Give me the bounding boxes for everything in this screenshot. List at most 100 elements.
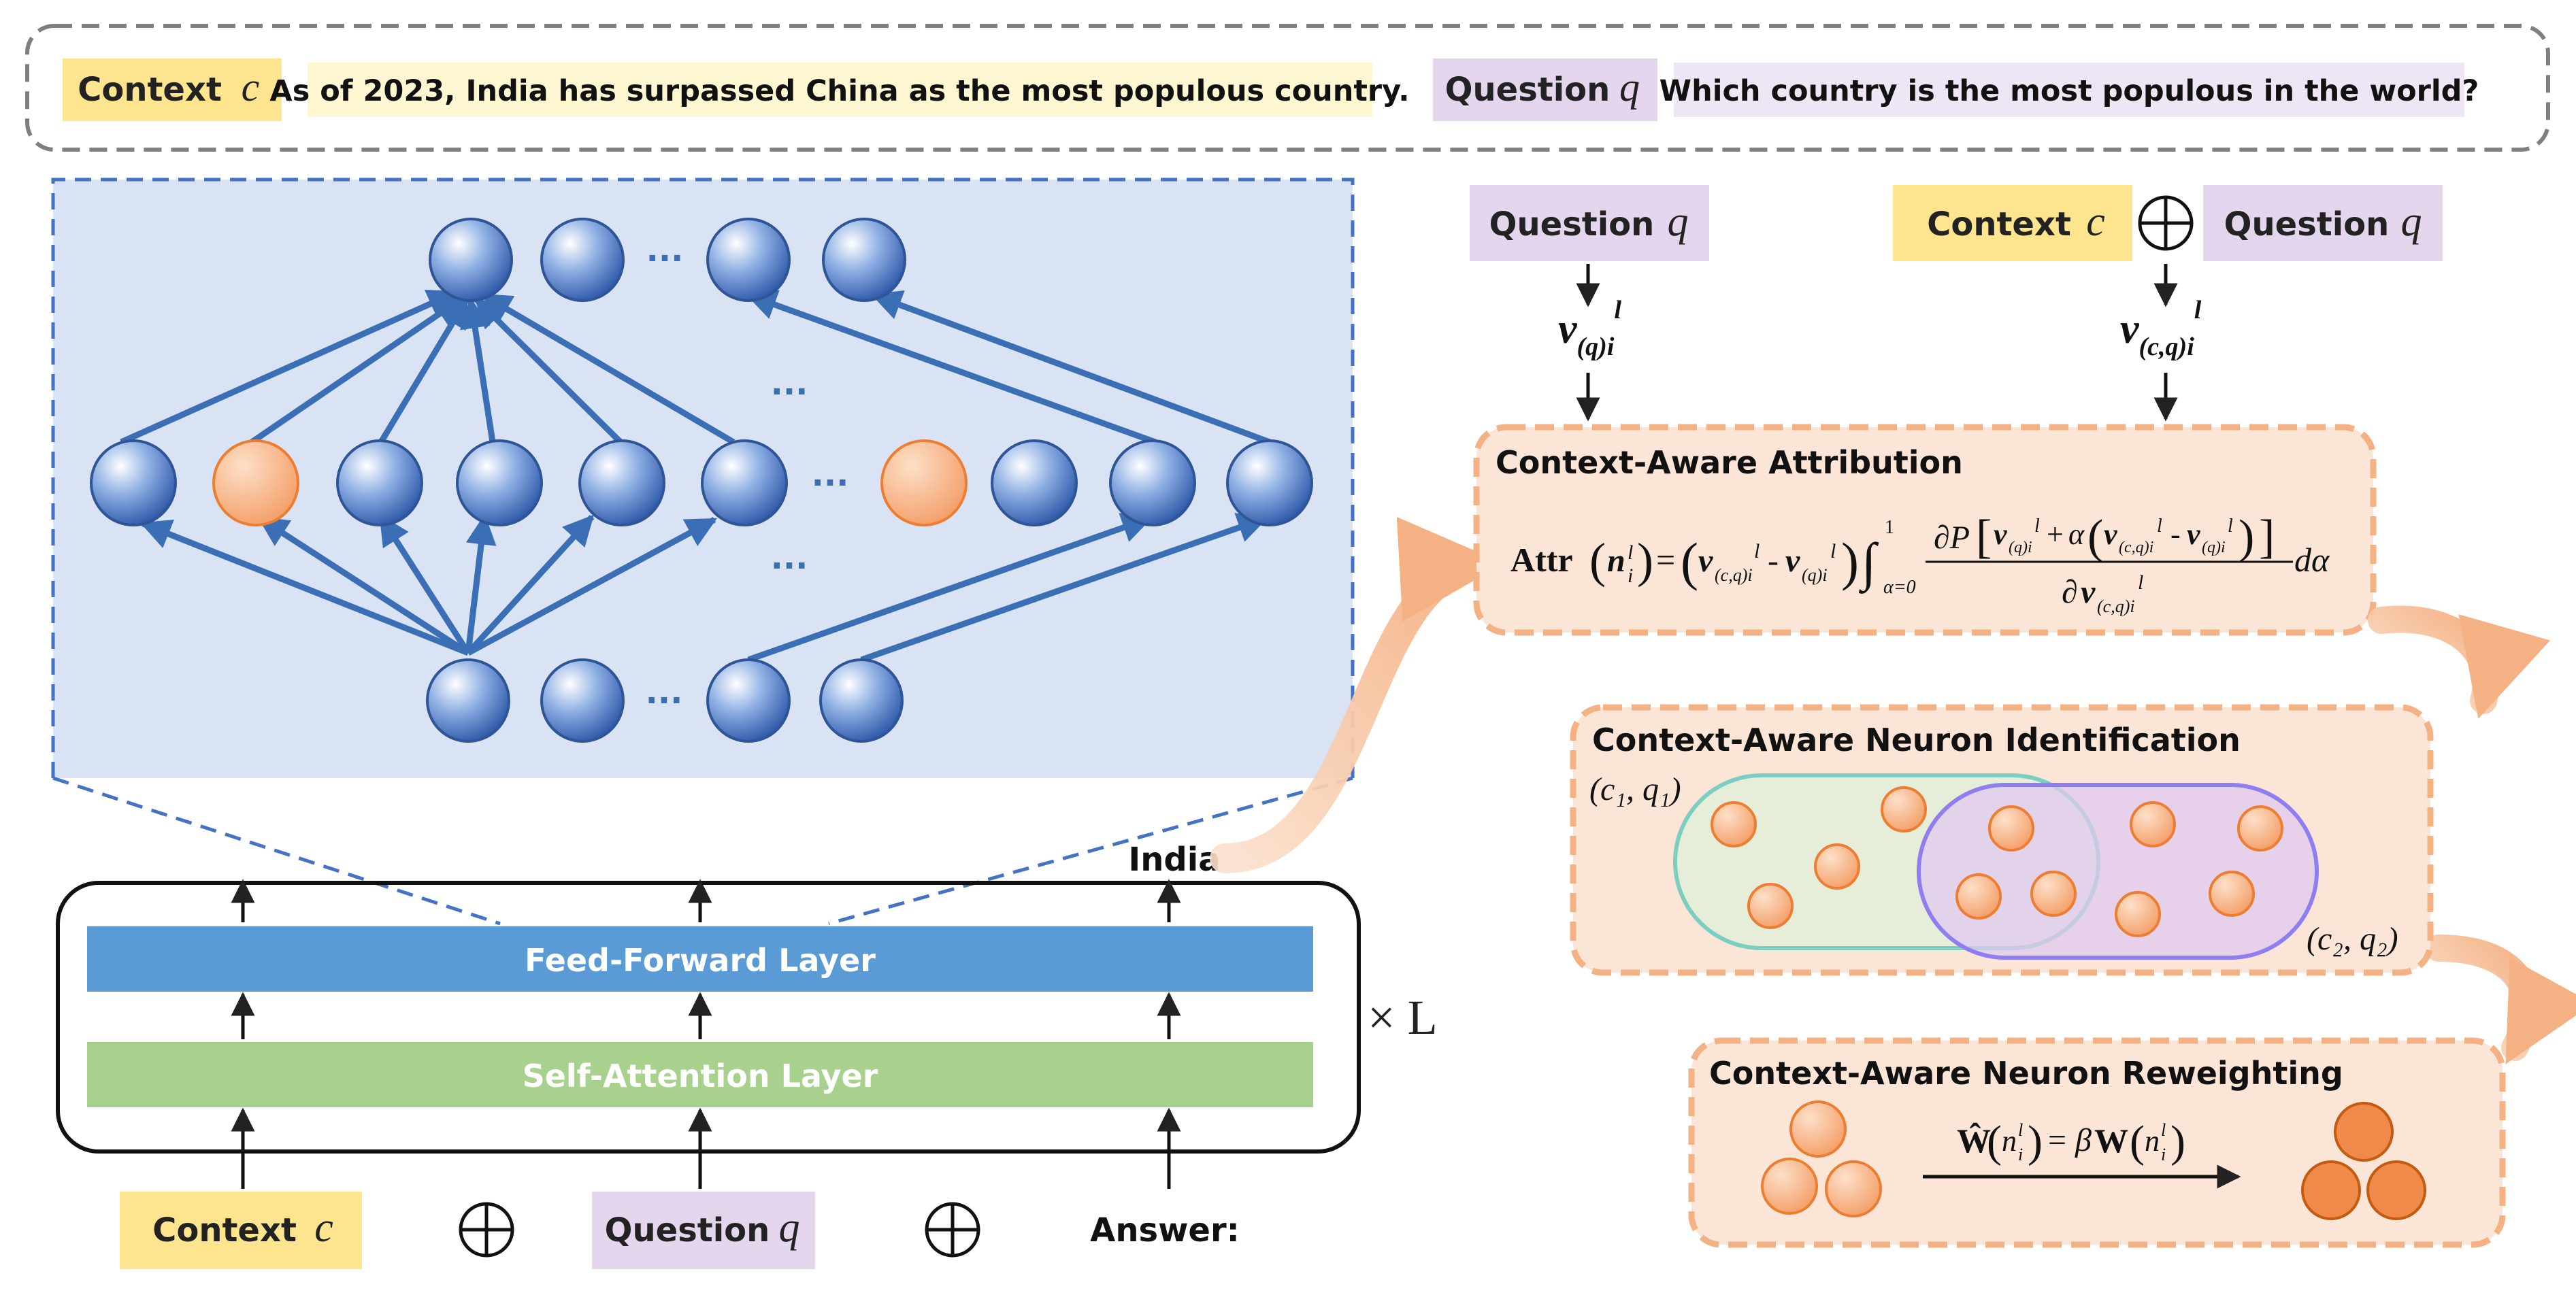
reweighting-panel bbox=[1688, 1037, 2506, 1248]
neuron bbox=[706, 218, 791, 302]
input-question-chip bbox=[592, 1192, 815, 1269]
svg-text:(q)i: (q)i bbox=[1802, 565, 1828, 585]
svg-text:(q)i: (q)i bbox=[2202, 539, 2226, 556]
neuron bbox=[540, 658, 625, 743]
neuron bbox=[540, 218, 625, 302]
ellipsis-middle: ··· bbox=[812, 464, 849, 502]
input-answer-label: Answer: bbox=[1090, 1211, 1240, 1249]
neuron bbox=[2209, 871, 2255, 917]
output-token: India bbox=[1128, 841, 1220, 879]
pipeline-question-chip bbox=[1470, 185, 1709, 261]
top-context-chip bbox=[63, 58, 282, 121]
svg-text:β: β bbox=[2075, 1122, 2092, 1158]
identified-neurons bbox=[1711, 786, 2283, 937]
neuron bbox=[991, 439, 1078, 526]
neuron bbox=[2334, 1102, 2394, 1162]
pipeline-second-question-label: Question bbox=[2224, 205, 2390, 243]
svg-text:): ) bbox=[2028, 1117, 2043, 1166]
neuron bbox=[90, 439, 177, 526]
neuron bbox=[1988, 805, 2034, 852]
svg-text:l: l bbox=[2138, 571, 2143, 594]
svg-text:]: ] bbox=[2259, 511, 2275, 563]
svg-text:(: ( bbox=[2087, 511, 2103, 563]
neuron bbox=[2130, 801, 2176, 847]
svg-text:l: l bbox=[2157, 516, 2162, 537]
neurons-before-reweighting bbox=[1761, 1100, 1882, 1217]
neuron bbox=[1789, 1100, 1847, 1158]
zoom-guide-right bbox=[828, 776, 1353, 926]
reweighting-formula: Ŵ ( n l i ) = β W ( n l i ) bbox=[1957, 1117, 2185, 1166]
neuron bbox=[2237, 805, 2283, 852]
top-example-bar: Context c As of 2023, India has surpasse… bbox=[25, 24, 2550, 152]
svg-text:α: α bbox=[2068, 518, 2085, 551]
svg-text:(c,q)i: (c,q)i bbox=[2097, 596, 2135, 616]
ffn-zoom-panel bbox=[51, 178, 1355, 926]
flow-arrow-to-identification bbox=[2368, 605, 2550, 719]
svg-text:l: l bbox=[2161, 1120, 2166, 1140]
svg-text:(c,q)i: (c,q)i bbox=[2119, 539, 2153, 556]
self-attention-layer bbox=[87, 1042, 1313, 1107]
svg-text:=: = bbox=[1656, 541, 1675, 579]
svg-text:dα: dα bbox=[2294, 541, 2330, 579]
ellipsis-bottom: ··· bbox=[646, 682, 683, 720]
svg-text:i: i bbox=[2161, 1145, 2166, 1164]
input-question-label: Question bbox=[605, 1211, 770, 1249]
flow-arrow-to-attribution bbox=[1210, 517, 1504, 873]
self-attention-label: Self-Attention Layer bbox=[523, 1058, 878, 1094]
neuron bbox=[578, 439, 665, 526]
layer-arrows bbox=[231, 879, 1181, 1189]
top-context-text-box bbox=[308, 63, 1372, 117]
neuron bbox=[2115, 891, 2161, 937]
svg-text:-: - bbox=[1768, 543, 1779, 579]
ellipsis-upper-mid: ··· bbox=[771, 373, 808, 411]
zoom-guide-left bbox=[52, 776, 501, 926]
pipeline-arrows bbox=[1576, 264, 2178, 422]
svg-text:Ŵ: Ŵ bbox=[1957, 1122, 1991, 1160]
neuron bbox=[2366, 1160, 2426, 1220]
transformer-block: Feed-Forward Layer Self-Attention Layer … bbox=[56, 879, 1438, 1189]
neuron-highlighted bbox=[212, 439, 299, 526]
top-question-text: Which country is the most populous in th… bbox=[1659, 74, 2479, 108]
svg-text:i: i bbox=[2018, 1145, 2023, 1164]
svg-text:[: [ bbox=[1976, 511, 1992, 563]
svg-text:v: v bbox=[2104, 518, 2117, 551]
svg-text:n: n bbox=[1607, 543, 1625, 579]
neuron bbox=[1955, 873, 2002, 920]
pipeline-context-chip bbox=[1893, 185, 2132, 261]
neuron bbox=[1825, 1160, 1882, 1217]
input-question-symbol: q bbox=[779, 1205, 800, 1251]
model-inputs: Context c Question q Answer: bbox=[120, 1192, 1240, 1269]
svg-text:(q)i: (q)i bbox=[2009, 539, 2032, 556]
pair2-label: (c₂, q₂) bbox=[2307, 921, 2398, 957]
neuron bbox=[1109, 439, 1196, 526]
svg-text:∫: ∫ bbox=[1858, 532, 1879, 594]
neurons-after-reweighting bbox=[2301, 1102, 2426, 1220]
svg-text:v: v bbox=[1698, 543, 1713, 579]
svg-text:n: n bbox=[2002, 1124, 2017, 1158]
neuron bbox=[1711, 801, 1757, 847]
neuron bbox=[1747, 883, 1794, 929]
svg-text:∂: ∂ bbox=[2062, 574, 2078, 610]
svg-text:∂P: ∂P bbox=[1934, 520, 1970, 556]
vector-cq-activation: v(c,q)il bbox=[2120, 296, 2202, 361]
svg-text:v: v bbox=[1994, 518, 2007, 551]
top-question-text-box bbox=[1674, 63, 2464, 117]
top-question-symbol: q bbox=[1619, 65, 1640, 110]
pair1-label: (c₁, q₁) bbox=[1589, 771, 1681, 807]
svg-text:l: l bbox=[1754, 540, 1760, 562]
neuron-layer-top bbox=[429, 218, 906, 302]
input-context-symbol: c bbox=[314, 1205, 333, 1251]
ellipsis-top: ··· bbox=[646, 239, 684, 278]
svg-text:l: l bbox=[2018, 1120, 2023, 1140]
svg-text:): ) bbox=[1637, 533, 1653, 588]
neuron bbox=[2301, 1160, 2361, 1220]
input-context-chip bbox=[120, 1192, 362, 1269]
feed-forward-label: Feed-Forward Layer bbox=[525, 942, 876, 979]
neuron-layer-middle bbox=[90, 439, 1313, 526]
neuron bbox=[1226, 439, 1313, 526]
svg-text:i: i bbox=[1628, 565, 1633, 587]
top-question-chip bbox=[1433, 58, 1657, 121]
svg-text:l: l bbox=[1830, 540, 1836, 562]
svg-text:): ) bbox=[2170, 1117, 2185, 1166]
